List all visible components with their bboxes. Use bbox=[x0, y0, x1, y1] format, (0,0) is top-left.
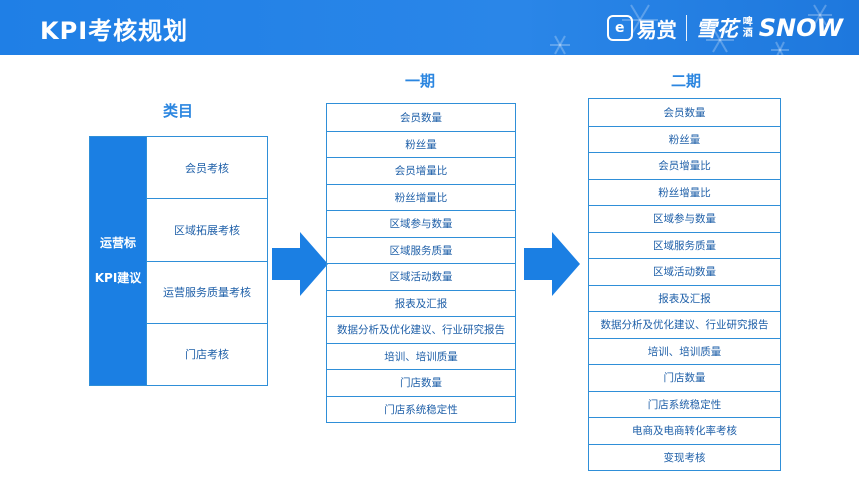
category-list: 会员考核区域拓展考核运营服务质量考核门店考核 bbox=[146, 137, 267, 385]
phase2-item: 会员数量 bbox=[663, 106, 706, 119]
phase1-item: 门店系统稳定性 bbox=[327, 395, 515, 423]
category-label-line2: KPI建议 bbox=[94, 271, 142, 285]
phase1-item: 会员数量 bbox=[400, 111, 442, 124]
phase2-item: 门店系统稳定性 bbox=[589, 390, 780, 418]
phase2-list: 会员数量粉丝量会员增量比粉丝增量比区域参与数量区域服务质量区域活动数量报表及汇报… bbox=[588, 98, 781, 471]
phase1-item: 数据分析及优化建议、行业研究报告 bbox=[327, 316, 515, 343]
page-title: KPI考核规划 bbox=[40, 17, 189, 45]
snowflake-pattern-icon bbox=[550, 4, 832, 55]
brand-xuehua: 雪花 bbox=[695, 17, 738, 41]
category-item: 区域拓展考核 bbox=[146, 198, 267, 261]
phase2-item: 报表及汇报 bbox=[589, 284, 780, 312]
category-label-line1: 运营标 bbox=[99, 236, 136, 250]
phase2-item: 培训、培训质量 bbox=[589, 337, 780, 365]
category-title: 类目 bbox=[162, 102, 193, 120]
brand-divider bbox=[685, 15, 687, 41]
phase2-title: 二期 bbox=[670, 72, 701, 90]
phase2-item: 门店数量 bbox=[589, 364, 780, 391]
brand-logos: e 易赏 雪花 啤酒 SNOW bbox=[606, 13, 843, 43]
phase1-item: 粉丝增量比 bbox=[327, 183, 515, 211]
phase2-item: 电商及电商转化率考核 bbox=[589, 417, 780, 444]
category-box: 运营标 KPI建议 会员考核区域拓展考核运营服务质量考核门店考核 bbox=[89, 136, 268, 386]
phase2-item: 变现考核 bbox=[589, 443, 780, 471]
brand-yishang: 易赏 bbox=[636, 17, 677, 42]
phase2-item: 区域活动数量 bbox=[589, 258, 780, 285]
header-bar: KPI考核规划 e 易赏 雪花 啤酒 SNOW bbox=[0, 0, 859, 55]
phase1-item: 粉丝量 bbox=[327, 130, 515, 158]
phase2-item: 粉丝量 bbox=[589, 125, 780, 153]
brand-snow: SNOW bbox=[758, 14, 843, 42]
category-item: 门店考核 bbox=[146, 322, 267, 385]
phase2-item: 区域参与数量 bbox=[589, 205, 780, 232]
phase2-item: 区域服务质量 bbox=[589, 231, 780, 259]
phase2-item: 数据分析及优化建议、行业研究报告 bbox=[589, 311, 780, 338]
arrow-right-icon bbox=[272, 232, 328, 296]
phase1-list: 会员数量粉丝量会员增量比粉丝增量比区域参与数量区域服务质量区域活动数量报表及汇报… bbox=[326, 103, 516, 423]
phase2-item: 会员增量比 bbox=[589, 152, 780, 179]
yishang-logo-icon: e bbox=[606, 15, 633, 41]
phase1-item: 区域活动数量 bbox=[327, 263, 515, 290]
phase1-item: 区域服务质量 bbox=[327, 236, 515, 264]
phase1-item: 门店数量 bbox=[327, 369, 515, 396]
category-item: 运营服务质量考核 bbox=[146, 260, 267, 323]
brand-pijiu: 啤酒 bbox=[742, 17, 753, 39]
phase1-item: 会员增量比 bbox=[327, 157, 515, 184]
phase1-item: 区域参与数量 bbox=[327, 210, 515, 237]
category-label: 运营标 KPI建议 bbox=[90, 137, 146, 385]
category-item: 会员考核 bbox=[146, 137, 267, 199]
phase1-title: 一期 bbox=[404, 72, 435, 90]
phase1-item: 培训、培训质量 bbox=[327, 342, 515, 370]
arrow-right-icon bbox=[524, 232, 580, 296]
phase1-item: 报表及汇报 bbox=[327, 289, 515, 317]
phase2-item: 粉丝增量比 bbox=[589, 178, 780, 206]
